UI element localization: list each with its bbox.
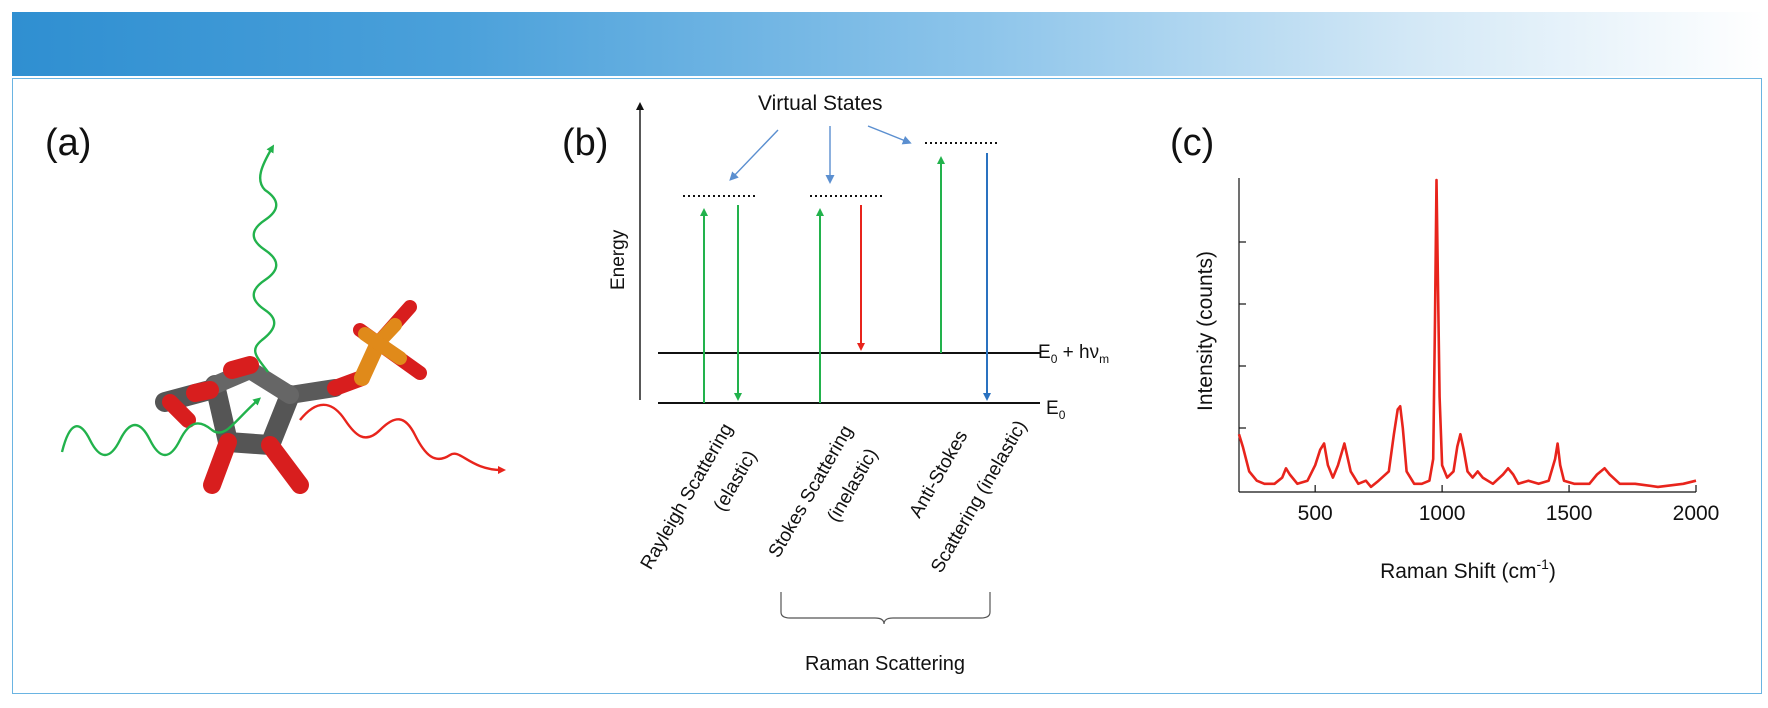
- vibrational-level-label: E0 + hνm: [1038, 342, 1109, 366]
- panel-b: (b) Virtual States Energy E0 E0 + hνm Ra…: [562, 92, 1109, 675]
- x-tick-label: 2000: [1673, 502, 1720, 525]
- phosphorus-bonds: [354, 318, 407, 386]
- spectrum-y-label: Intensity (counts): [1194, 251, 1217, 411]
- panel-a-label: (a): [45, 122, 91, 164]
- spectrum-x-label: Raman Shift (cm-1): [1380, 556, 1556, 583]
- raman-brace: [780, 592, 991, 625]
- energy-axis-label: Energy: [608, 229, 629, 290]
- raman-photon-wave: [299, 403, 506, 474]
- panel-c: (c) 500 1000 1500 2000 Intensity (counts) R…: [1170, 122, 1719, 583]
- incident-photon-wave: [60, 397, 262, 457]
- figure-frame: [12, 78, 1762, 694]
- pointer-arrow-antistokes: [867, 125, 912, 145]
- spectrum-line: [1237, 178, 1697, 489]
- x-tick-label: 1500: [1546, 502, 1593, 525]
- raman-scattering-label: Raman Scattering: [805, 653, 965, 675]
- panel-b-label: (b): [562, 122, 608, 164]
- rayleigh-photon-wave: [252, 144, 278, 373]
- x-tick-label: 500: [1298, 502, 1333, 525]
- molecule-model: [155, 300, 427, 494]
- antistokes-label-line2: Scattering (inelastic): [927, 417, 1031, 577]
- header-banner: [12, 12, 1764, 76]
- virtual-states-label: Virtual States: [758, 92, 883, 115]
- pointer-arrow-rayleigh: [729, 129, 779, 181]
- panel-a: (a): [45, 122, 506, 494]
- panel-c-label: (c): [1170, 122, 1214, 164]
- ground-level-label: E0: [1046, 398, 1066, 422]
- spectrum-ticks: 500 1000 1500 2000: [1239, 241, 1720, 525]
- x-tick-label: 1000: [1419, 502, 1466, 525]
